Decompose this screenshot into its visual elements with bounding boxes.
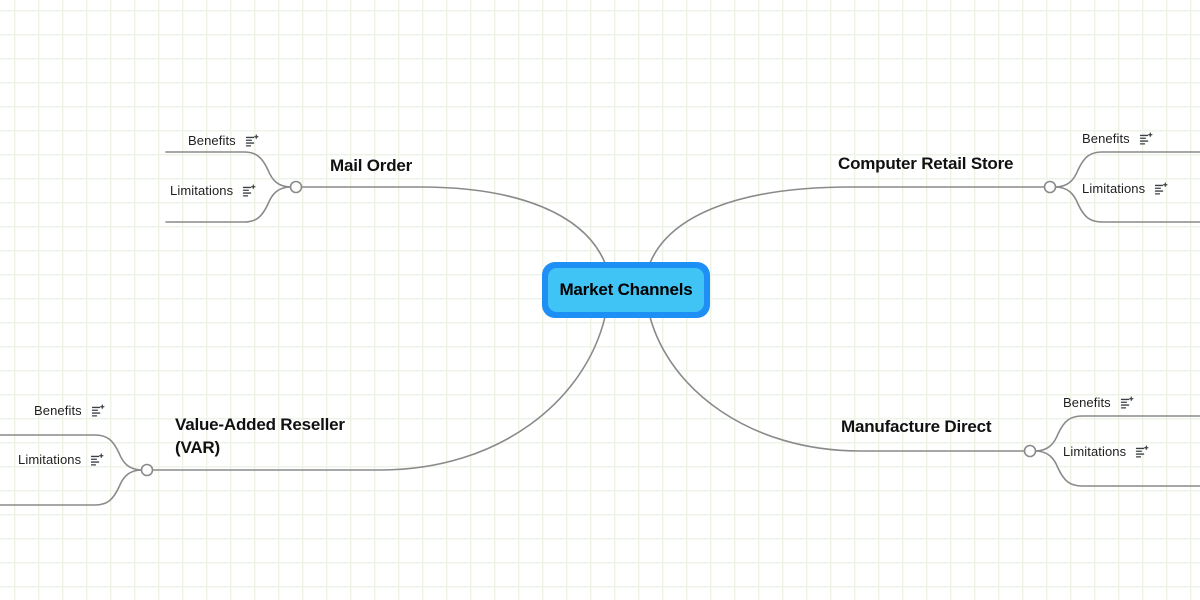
- leaf-mail-order-benefits[interactable]: Benefits: [188, 133, 259, 148]
- junction-value-added-reseller: [140, 463, 154, 477]
- leaf-label: Benefits: [188, 133, 236, 148]
- leaf-label: Benefits: [1082, 131, 1130, 146]
- leaf-label: Limitations: [18, 452, 82, 467]
- root-node-label: Market Channels: [559, 280, 693, 299]
- note-icon[interactable]: [1139, 132, 1153, 146]
- note-icon[interactable]: [1135, 445, 1149, 459]
- leaf-computer-retail-store-limitations[interactable]: Limitations: [1082, 181, 1168, 196]
- branch-label-manufacture-direct[interactable]: Manufacture Direct: [841, 417, 992, 436]
- junction-mail-order: [289, 180, 303, 194]
- junction-computer-retail-store: [1043, 180, 1057, 194]
- bracket-var-limitations: [0, 469, 143, 506]
- branch-label-mail-order[interactable]: Mail Order: [330, 156, 413, 175]
- note-icon[interactable]: [91, 404, 105, 418]
- junction-manufacture-direct: [1023, 444, 1037, 458]
- edge-root-mail-order: [300, 186, 606, 264]
- bracket-mail-order-benefits: [165, 151, 292, 188]
- note-icon[interactable]: [90, 453, 104, 467]
- leaf-label: Limitations: [170, 183, 234, 198]
- leaf-mail-order-limitations[interactable]: Limitations: [170, 183, 256, 198]
- branch-label-value-added-reseller[interactable]: Value-Added Reseller (VAR): [175, 415, 345, 457]
- note-icon[interactable]: [242, 184, 256, 198]
- note-icon[interactable]: [1120, 396, 1134, 410]
- note-icon[interactable]: [1154, 182, 1168, 196]
- root-node-inner: Market Channels: [548, 268, 704, 312]
- leaf-value-added-reseller-limitations[interactable]: Limitations: [18, 452, 104, 467]
- branch-label-computer-retail-store[interactable]: Computer Retail Store: [838, 154, 1014, 173]
- note-icon[interactable]: [245, 134, 259, 148]
- leaf-value-added-reseller-benefits[interactable]: Benefits: [34, 403, 105, 418]
- leaf-manufacture-direct-benefits[interactable]: Benefits: [1063, 395, 1134, 410]
- leaf-label: Benefits: [34, 403, 82, 418]
- leaf-label: Benefits: [1063, 395, 1111, 410]
- edge-root-computer-retail-store: [649, 186, 1046, 264]
- root-node[interactable]: Market Channels: [542, 262, 710, 318]
- leaf-label: Limitations: [1063, 444, 1127, 459]
- leaf-manufacture-direct-limitations[interactable]: Limitations: [1063, 444, 1149, 459]
- leaf-label: Limitations: [1082, 181, 1146, 196]
- leaf-computer-retail-store-benefits[interactable]: Benefits: [1082, 131, 1153, 146]
